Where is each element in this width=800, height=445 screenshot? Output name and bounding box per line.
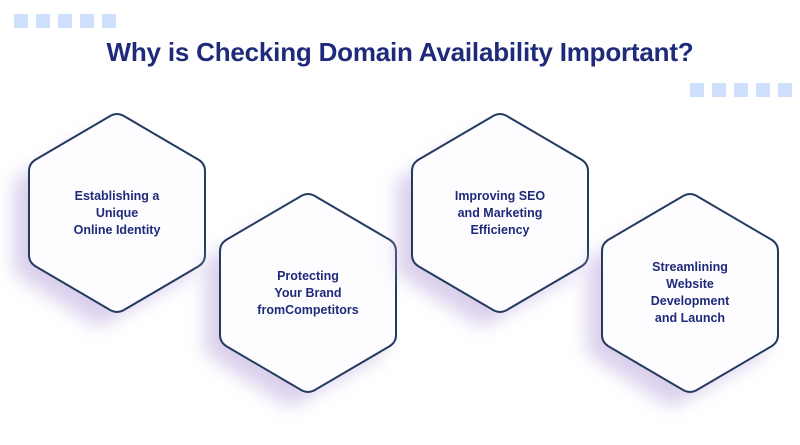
hexagon-label: Improving SEO and Marketing Efficiency: [454, 188, 546, 237]
decorative-square-icon: [36, 14, 50, 28]
decorative-square-icon: [80, 14, 94, 28]
hexagon-outline: [409, 112, 591, 314]
decorative-square-icon: [102, 14, 116, 28]
hexagon-label: Establishing a Unique Online Identity: [73, 188, 161, 237]
decorative-square-icon: [58, 14, 72, 28]
decorative-square-icon: [712, 83, 726, 97]
decorative-square-icon: [14, 14, 28, 28]
decorative-squares-top-right: [690, 83, 792, 97]
decorative-square-icon: [734, 83, 748, 97]
hexagon-outline: [217, 192, 399, 394]
decorative-square-icon: [778, 83, 792, 97]
hexagon-label: Streamlining Website Development and Lau…: [650, 260, 730, 325]
decorative-squares-top-left: [14, 14, 116, 28]
hexagon-outline: [599, 192, 781, 394]
hexagon-card-1[interactable]: Establishing a Unique Online Identity: [14, 112, 208, 326]
hexagon-card-4[interactable]: Streamlining Website Development and Lau…: [587, 192, 781, 406]
page-title: Why is Checking Domain Availability Impo…: [106, 37, 694, 67]
decorative-square-icon: [756, 83, 770, 97]
decorative-square-icon: [690, 83, 704, 97]
hexagon-card-2[interactable]: Protecting Your Brand fromCompetitors: [205, 192, 399, 406]
hexagon-outline: [26, 112, 208, 314]
hexagon-label: Protecting Your Brand fromCompetitors: [257, 268, 359, 317]
hexagon-card-3[interactable]: Improving SEO and Marketing Efficiency: [397, 112, 591, 326]
